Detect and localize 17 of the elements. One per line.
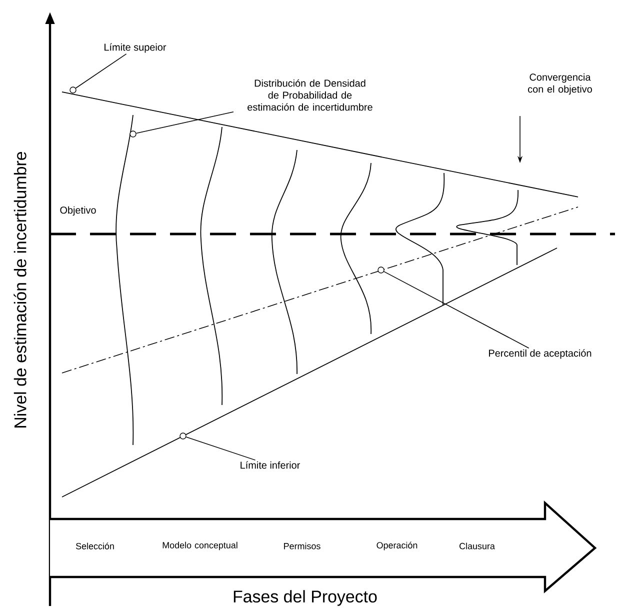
leader-line [186, 436, 256, 460]
phase-label: Clausura [460, 542, 495, 550]
phase-label: Selección [76, 542, 114, 550]
callout-text: Distribución de Densidad de Probabilidad de estimación de incertidumbre [248, 79, 372, 111]
leader-line [384, 271, 530, 348]
axis-title: Nivel de estimación de incertidumbre [14, 152, 26, 428]
callout-text: Percentil de aceptación [489, 349, 592, 359]
callout-text: Convergencia con el objetivo [528, 73, 592, 95]
leader-line [136, 111, 234, 134]
phase-label: Modelo conceptual [162, 542, 238, 550]
callout-text: Límite inferior [240, 461, 300, 469]
leader-line [75, 54, 127, 89]
callout-text: Límite supeior [104, 43, 166, 53]
phase-label: Permisos [284, 542, 320, 550]
axis-title: Fases del Proyecto [234, 590, 377, 606]
target-label: Objetivo [60, 206, 96, 216]
phase-label: Operación [376, 542, 418, 550]
